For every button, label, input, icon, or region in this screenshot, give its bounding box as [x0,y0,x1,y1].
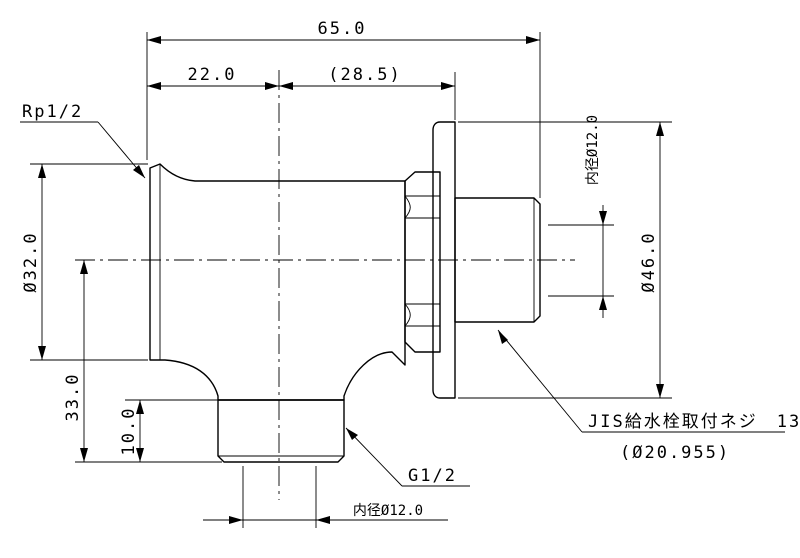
dimension-lines [38,36,664,524]
dim-right-inner-diameter: 内径Ø12.0 [585,115,601,185]
label-bottom-thread: G1/2 [408,466,457,486]
label-left-thread: Rp1/2 [22,102,83,122]
dim-left-to-center: 22.0 [188,65,237,85]
dim-flange-diameter: Ø46.0 [639,231,659,292]
extension-lines [30,32,672,528]
dim-center-to-flange: (28.5) [328,65,401,85]
center-lines [75,70,575,500]
fitting-body [149,121,541,463]
label-right-thread: JIS給水栓取付ネジ 13 [588,412,800,432]
dim-overall-length: 65.0 [318,19,367,39]
dim-center-to-bottom: 33.0 [63,373,83,422]
dim-bottom-thread-length: 10.0 [119,407,139,456]
dimension-labels: 65.0 22.0 (28.5) Ø32.0 33.0 10.0 Ø46.0 内… [21,19,800,519]
leader-lines [20,121,785,487]
dim-left-diameter: Ø32.0 [21,231,41,292]
dim-bottom-inner-diameter: 内径Ø12.0 [353,503,423,519]
label-right-thread-sub: (Ø20.955) [620,443,730,463]
